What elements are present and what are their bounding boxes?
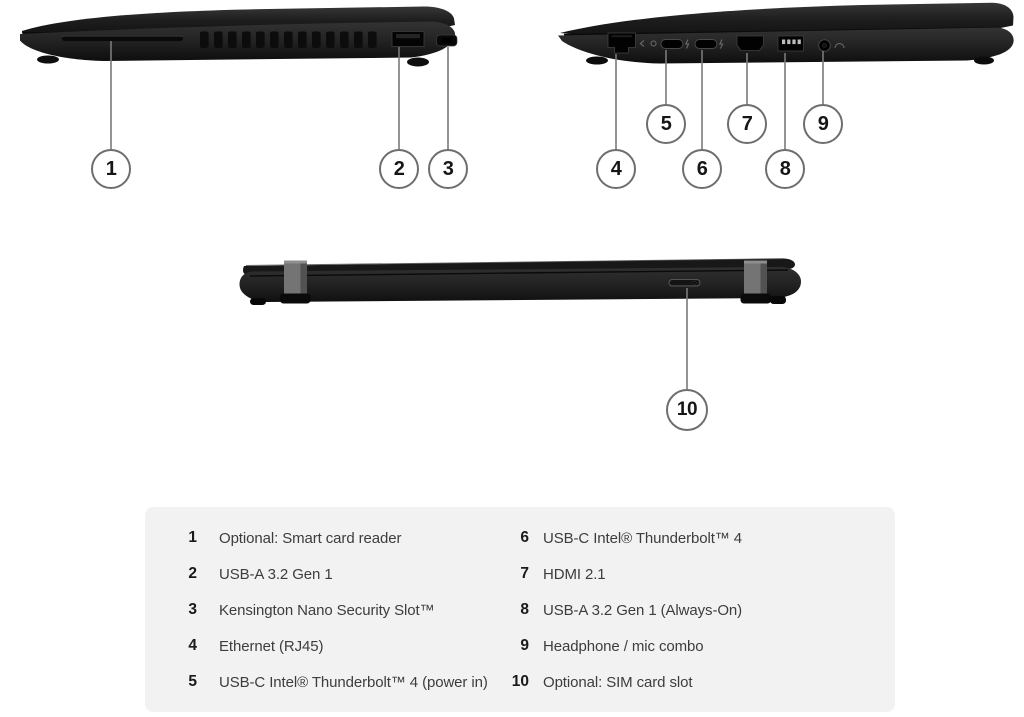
legend-column-left: 1 Optional: Smart card reader 2 USB-A 3.… xyxy=(145,520,503,712)
rubber-foot xyxy=(250,298,266,305)
left-hinge xyxy=(280,260,311,304)
legend-item-number: 10 xyxy=(511,673,529,690)
legend-item: 2 USB-A 3.2 Gen 1 xyxy=(145,556,503,592)
laptop-left-side-view xyxy=(20,6,458,67)
legend-item-label: Optional: Smart card reader xyxy=(219,529,402,547)
legend-item-number: 6 xyxy=(520,529,529,546)
legend-item-label: USB-A 3.2 Gen 1 xyxy=(219,565,333,583)
ethernet-rj45-port xyxy=(607,32,636,54)
laptop-base xyxy=(20,21,456,61)
callout-4: 4 xyxy=(596,149,636,189)
legend-item-label: Ethernet (RJ45) xyxy=(219,637,324,655)
legend-item: 3 Kensington Nano Security Slot™ xyxy=(145,592,503,628)
legend-item-number: 1 xyxy=(188,529,197,546)
legend-item: 8 USB-A 3.2 Gen 1 (Always-On) xyxy=(503,592,895,628)
usb-c-port-5 xyxy=(660,39,684,49)
smart-card-slot xyxy=(62,36,183,42)
callout-lines xyxy=(110,41,824,392)
rubber-foot xyxy=(974,56,994,65)
callout-3: 3 xyxy=(428,149,468,189)
ethernet-icon xyxy=(639,40,645,47)
legend-panel: 1 Optional: Smart card reader 2 USB-A 3.… xyxy=(145,507,895,712)
headset-icon xyxy=(834,43,845,49)
callout-10: 10 xyxy=(666,389,708,431)
legend-item-label: USB-A 3.2 Gen 1 (Always-On) xyxy=(543,601,743,619)
legend-item: 9 Headphone / mic combo xyxy=(503,628,895,664)
vent-grille xyxy=(200,31,377,48)
legend-item-number: 9 xyxy=(520,637,529,654)
laptop-lid-edge xyxy=(560,2,1014,38)
callout-7: 7 xyxy=(727,104,767,144)
laptop-front-closed-view xyxy=(239,258,801,305)
legend-item-label: Headphone / mic combo xyxy=(543,637,704,655)
callout-2: 2 xyxy=(379,149,419,189)
callout-9: 9 xyxy=(803,104,843,144)
legend-item: 10 Optional: SIM card slot xyxy=(503,664,895,700)
headphone-jack xyxy=(818,39,831,52)
legend-item-number: 3 xyxy=(188,601,197,618)
legend-column-right: 6 USB-C Intel® Thunderbolt™ 4 7 HDMI 2.1… xyxy=(503,520,895,712)
legend-item-number: 7 xyxy=(520,565,529,582)
legend-item: 1 Optional: Smart card reader xyxy=(145,520,503,556)
legend-item-number: 4 xyxy=(188,637,197,654)
power-icon xyxy=(650,40,657,47)
lid-body-seam xyxy=(249,269,789,277)
legend-item: 4 Ethernet (RJ45) xyxy=(145,628,503,664)
usb-a-port xyxy=(391,31,425,47)
rubber-foot xyxy=(407,57,429,67)
usb-a-always-on-port xyxy=(777,35,804,52)
thunderbolt-icon xyxy=(684,39,690,49)
legend-item: 5 USB-C Intel® Thunderbolt™ 4 (power in) xyxy=(145,664,503,700)
legend-item-label: HDMI 2.1 xyxy=(543,565,606,583)
kensington-nano-slot xyxy=(436,34,458,47)
callout-6: 6 xyxy=(682,149,722,189)
thunderbolt-icon xyxy=(718,39,724,49)
callout-5: 5 xyxy=(646,104,686,144)
legend-item-label: USB-C Intel® Thunderbolt™ 4 xyxy=(543,529,743,547)
rubber-foot xyxy=(37,55,59,64)
legend-item-number: 8 xyxy=(520,601,529,618)
callout-1: 1 xyxy=(91,149,131,189)
laptop-right-side-view xyxy=(558,2,1014,65)
legend-item-number: 2 xyxy=(188,565,197,582)
sim-card-slot xyxy=(668,278,701,287)
right-hinge xyxy=(740,260,771,304)
rubber-foot xyxy=(586,56,608,65)
legend-item-number: 5 xyxy=(188,673,197,690)
laptop-base xyxy=(239,267,801,302)
lid-top-highlight xyxy=(245,258,784,266)
usb-c-port-6 xyxy=(694,39,718,49)
hdmi-port xyxy=(736,35,764,51)
callout-8: 8 xyxy=(765,149,805,189)
rubber-foot xyxy=(770,296,786,304)
legend-item-label: USB-C Intel® Thunderbolt™ 4 (power in) xyxy=(219,673,488,691)
smart-card-slot-highlight xyxy=(62,35,183,37)
legend-item: 7 HDMI 2.1 xyxy=(503,556,895,592)
legend-item-label: Optional: SIM card slot xyxy=(543,673,693,691)
legend-item: 6 USB-C Intel® Thunderbolt™ 4 xyxy=(503,520,895,556)
legend-item-label: Kensington Nano Security Slot™ xyxy=(219,601,435,619)
